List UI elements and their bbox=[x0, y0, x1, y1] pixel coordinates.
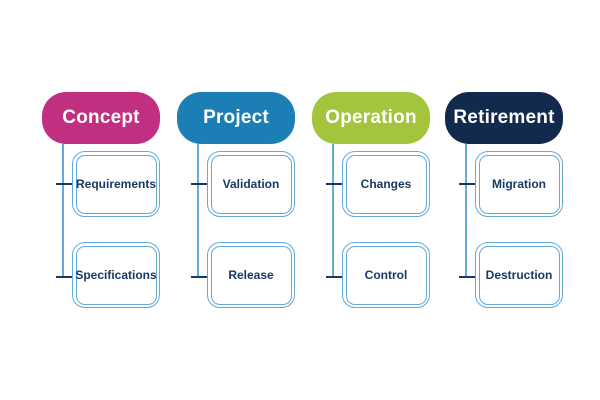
child-box-border: Destruction bbox=[478, 245, 560, 305]
connector-vline bbox=[197, 144, 199, 278]
phase-header-retirement: Retirement bbox=[445, 92, 563, 144]
connector-vline bbox=[465, 144, 467, 278]
child-label: Destruction bbox=[485, 268, 553, 282]
connector-stub bbox=[459, 183, 476, 185]
connector-stub bbox=[56, 276, 73, 278]
phase-column-project: Project Validation Release bbox=[177, 0, 312, 400]
child-box-border: Specifications bbox=[75, 245, 157, 305]
child-box-changes: Changes bbox=[342, 151, 430, 217]
child-label: Release bbox=[228, 268, 274, 282]
phase-column-operation: Operation Changes Control bbox=[312, 0, 447, 400]
child-box-border: Requirements bbox=[75, 154, 157, 214]
child-box-specifications: Specifications bbox=[72, 242, 160, 308]
phase-column-retirement: Retirement Migration Destruction bbox=[445, 0, 580, 400]
child-box-release: Release bbox=[207, 242, 295, 308]
phase-header-operation: Operation bbox=[312, 92, 430, 144]
child-box-migration: Migration bbox=[475, 151, 563, 217]
connector-stub bbox=[56, 183, 73, 185]
phase-header-concept: Concept bbox=[42, 92, 160, 144]
child-box-validation: Validation bbox=[207, 151, 295, 217]
child-label: Validation bbox=[222, 177, 280, 191]
child-box-destruction: Destruction bbox=[475, 242, 563, 308]
connector-stub bbox=[459, 276, 476, 278]
child-box-control: Control bbox=[342, 242, 430, 308]
child-label: Requirements bbox=[75, 177, 157, 191]
child-box-border: Control bbox=[345, 245, 427, 305]
connector-stub bbox=[326, 183, 343, 185]
child-label: Changes bbox=[360, 177, 412, 191]
connector-vline bbox=[332, 144, 334, 278]
connector-stub bbox=[326, 276, 343, 278]
connector-vline bbox=[62, 144, 64, 278]
phase-header-project: Project bbox=[177, 92, 295, 144]
connector-stub bbox=[191, 183, 208, 185]
phase-column-concept: Concept Requirements Specifications bbox=[42, 0, 177, 400]
child-box-requirements: Requirements bbox=[72, 151, 160, 217]
connector-stub bbox=[191, 276, 208, 278]
child-box-border: Release bbox=[210, 245, 292, 305]
child-box-border: Validation bbox=[210, 154, 292, 214]
child-label: Specifications bbox=[75, 268, 157, 282]
child-label: Control bbox=[364, 268, 408, 282]
child-box-border: Changes bbox=[345, 154, 427, 214]
child-box-border: Migration bbox=[478, 154, 560, 214]
child-label: Migration bbox=[492, 177, 546, 191]
